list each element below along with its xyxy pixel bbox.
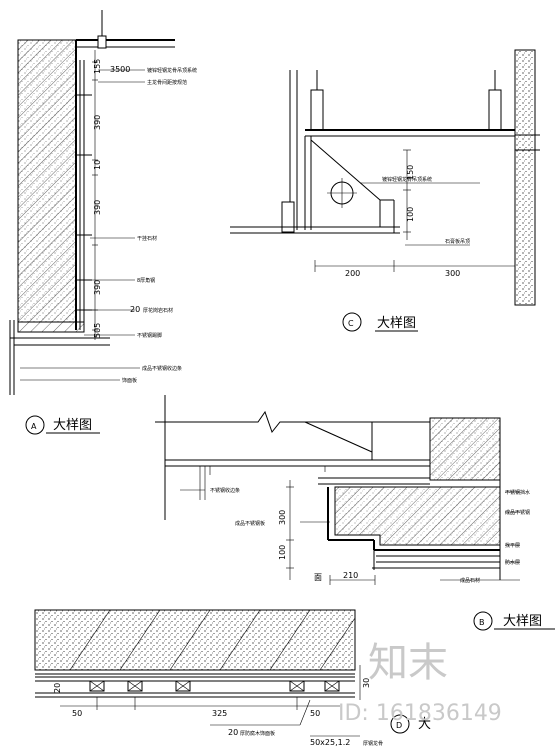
detail-b-letter: B	[479, 618, 485, 627]
dim-390-c: 390	[93, 280, 102, 295]
dim-b-face: 面	[314, 573, 322, 582]
detail-c-title: 大样图	[377, 316, 416, 331]
dim-b-100: 100	[278, 545, 287, 560]
note-d3: 厚钢龙骨	[363, 740, 383, 747]
note-d1: 厚防腐木饰面板	[240, 730, 275, 737]
dim-c-150: 150	[406, 165, 415, 180]
note-a8: 饰面板	[122, 377, 137, 384]
dim-b-210: 210	[343, 571, 358, 580]
note-b7: 成品石材	[460, 577, 480, 584]
dim-d-30: 30	[362, 678, 371, 688]
note-c1: 镀锌轻钢龙骨吊顶系统	[382, 176, 432, 183]
detail-b	[155, 395, 555, 631]
note-b3: 不锈钢挡水	[505, 489, 530, 496]
dim-390-b: 390	[93, 200, 102, 215]
note-d2: 50x25,1.2	[310, 738, 350, 747]
detail-a-marker	[25, 415, 45, 435]
note-b1: 不锈钢收边条	[210, 487, 240, 494]
note-b2: 成品不锈钢板	[235, 520, 265, 527]
dim-3500: 3500	[110, 65, 130, 74]
dim-c-200: 200	[345, 269, 360, 278]
dim-505: 505	[93, 323, 102, 338]
note-a5: 厚花岗岩石材	[143, 307, 173, 314]
detail-b-marker	[473, 611, 493, 631]
note-b5: 找平层	[505, 542, 520, 549]
dim-155: 155	[93, 59, 102, 74]
detail-d-slab	[34, 609, 356, 671]
detail-a-letter: A	[31, 422, 37, 431]
detail-a	[9, 10, 175, 395]
detail-d-title: 大	[418, 717, 431, 732]
note-b4: 成品不锈钢	[505, 509, 530, 516]
detail-c-letter: C	[348, 319, 354, 328]
note-a3: 干挂石材	[137, 235, 157, 242]
note-d1-prefix: 20	[228, 728, 238, 737]
detail-a-title: 大样图	[53, 418, 92, 433]
watermark-brand: 知末	[368, 640, 448, 686]
note-a4: 8厚角钢	[137, 277, 155, 284]
dim-d-50-b: 50	[310, 709, 320, 718]
detail-c-wall	[514, 49, 536, 306]
dim-d-20: 20	[53, 683, 62, 693]
note-a6: 不锈钢踢脚	[137, 332, 162, 339]
note-a2: 主龙骨间距按规范	[147, 79, 187, 86]
note-a5-prefix: 20	[130, 305, 140, 314]
detail-d-letter: D	[396, 721, 402, 730]
detail-c	[230, 49, 540, 332]
detail-d	[34, 609, 410, 737]
detail-d-marker	[390, 714, 410, 734]
detail-b-title: 大样图	[503, 614, 542, 629]
dim-d-50-a: 50	[72, 709, 82, 718]
dim-d-325: 325	[212, 709, 227, 718]
dim-10: 10	[93, 160, 102, 170]
dim-c-300: 300	[445, 269, 460, 278]
watermark-id: ID: 161836149	[338, 701, 502, 726]
note-c2: 石膏板吊顶	[445, 238, 470, 245]
note-a7: 成品不锈钢收边条	[142, 365, 182, 372]
note-b6: 防水层	[505, 559, 520, 566]
dim-390-a: 390	[93, 115, 102, 130]
dim-c-100: 100	[406, 207, 415, 222]
detail-c-marker	[342, 312, 362, 332]
dim-b-300: 300	[278, 510, 287, 525]
note-a1: 镀锌轻钢龙骨吊顶系统	[147, 67, 197, 74]
